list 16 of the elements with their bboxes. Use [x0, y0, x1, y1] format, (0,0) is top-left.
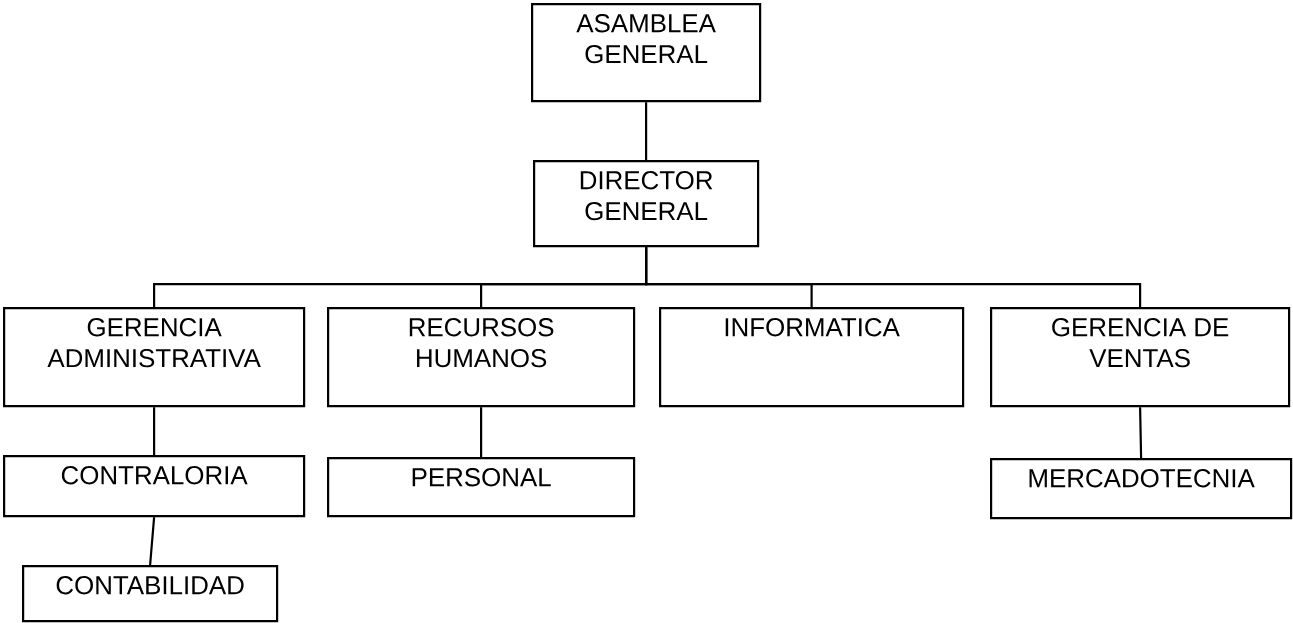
connector-line — [1139, 407, 1143, 458]
connector-line — [149, 517, 156, 566]
org-box: GERENCIA ADMINISTRATIVA — [3, 307, 306, 408]
org-box: RECURSOS HUMANOS — [327, 307, 636, 408]
org-box: PERSONAL — [327, 457, 636, 518]
org-box: ASAMBLEA GENERAL — [531, 3, 762, 103]
connector-line — [480, 407, 483, 457]
connector-line — [645, 102, 648, 160]
org-box: MERCADOTECNIA — [990, 458, 1293, 520]
org-box: DIRECTOR GENERAL — [533, 160, 760, 248]
org-box: GERENCIA DE VENTAS — [990, 307, 1291, 408]
org-box: INFORMATICA — [659, 307, 965, 408]
connector-line — [153, 407, 156, 455]
org-box: CONTABILIDAD — [22, 565, 279, 623]
connector-line — [645, 247, 1142, 307]
org-box: CONTRALORIA — [3, 455, 306, 518]
